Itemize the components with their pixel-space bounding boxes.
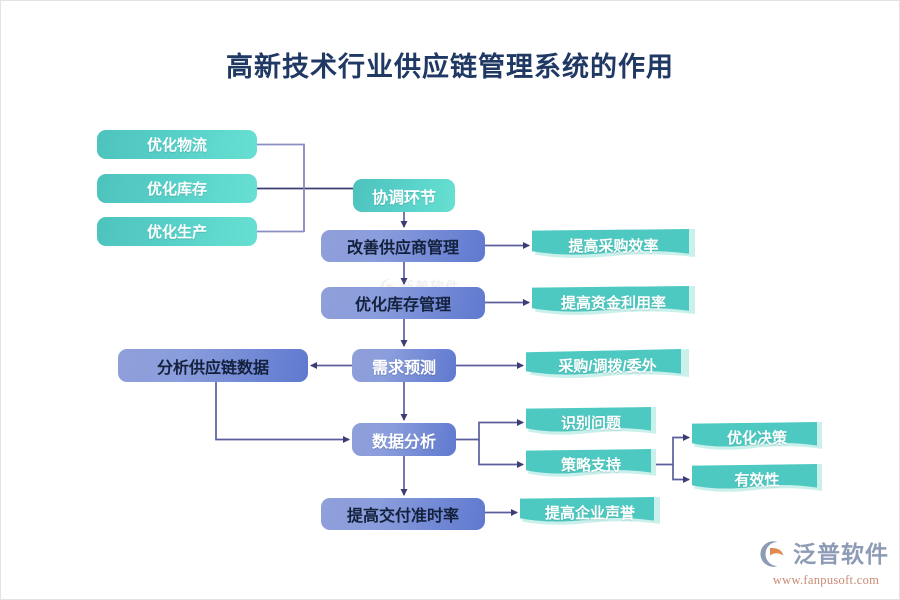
ribbon-shape: [532, 286, 695, 315]
ribbon-shape: [532, 229, 695, 258]
node-label: 需求预测: [371, 359, 436, 377]
node-优化库存管理[interactable]: 优化库存管理: [321, 287, 485, 319]
node-有效性[interactable]: 有效性: [692, 464, 822, 495]
node-label: 提高企业声誉: [544, 505, 635, 522]
logo-name: 泛普软件: [793, 540, 889, 567]
node-优化库存[interactable]: 优化库存: [97, 174, 257, 203]
node-label: 提高交付准时率: [346, 508, 459, 525]
node-label: 识别问题: [560, 415, 621, 432]
node-提高采购效率[interactable]: 提高采购效率: [532, 229, 695, 262]
node-label: 协调环节: [371, 189, 436, 207]
node-label: 提高采购效率: [568, 238, 659, 255]
fanpu-logo-icon: [760, 541, 784, 567]
node-label: 提高资金利用率: [560, 295, 666, 312]
node-label: 优化物流: [146, 137, 207, 154]
node-label: 优化库存管理: [354, 297, 451, 314]
ribbon-shape: [692, 422, 822, 450]
logo-row: 泛普软件: [758, 539, 894, 569]
logo-url: www.fanpusoft.com: [772, 573, 880, 587]
node-label: 数据分析: [371, 433, 436, 451]
node-优化决策[interactable]: 优化决策: [692, 422, 822, 453]
ribbon-shape: [526, 407, 656, 435]
node-提高资金利用率[interactable]: 提高资金利用率: [532, 286, 695, 319]
fanpu-logo: 泛普软件 www.fanpusoft.com: [758, 539, 894, 591]
ribbon-shape: [692, 464, 822, 492]
page-title: 高新技术行业供应链管理系统的作用: [226, 52, 674, 82]
node-label: 优化库存: [146, 181, 207, 198]
node-改善供应商管理[interactable]: 改善供应商管理: [321, 230, 485, 262]
node-优化物流[interactable]: 优化物流: [97, 130, 257, 159]
node-策略支持[interactable]: 策略支持: [526, 449, 656, 480]
node-label: 优化生产: [146, 224, 207, 241]
node-label: 改善供应商管理: [346, 240, 459, 257]
node-数据分析[interactable]: 数据分析: [352, 423, 456, 456]
node-分析供应链数据[interactable]: 分析供应链数据: [118, 349, 308, 382]
node-协调环节[interactable]: 协调环节: [353, 179, 455, 212]
node-label: 优化决策: [726, 430, 787, 447]
node-label: 分析供应链数据: [156, 359, 269, 377]
ribbon-shape: [520, 497, 660, 525]
ribbon-shape: [526, 449, 656, 477]
ribbon-shape: [526, 349, 689, 378]
node-label: 策略支持: [560, 457, 621, 474]
node-提高交付准时率[interactable]: 提高交付准时率: [321, 498, 485, 530]
node-识别问题[interactable]: 识别问题: [526, 407, 656, 438]
node-采购调拨委外[interactable]: 采购/调拨/委外: [526, 349, 689, 382]
node-需求预测[interactable]: 需求预测: [352, 349, 456, 382]
node-提高企业声誉[interactable]: 提高企业声誉: [520, 497, 660, 528]
node-优化生产[interactable]: 优化生产: [97, 217, 257, 246]
node-label: 有效性: [734, 472, 780, 489]
node-label: 采购/调拨/委外: [558, 358, 657, 375]
